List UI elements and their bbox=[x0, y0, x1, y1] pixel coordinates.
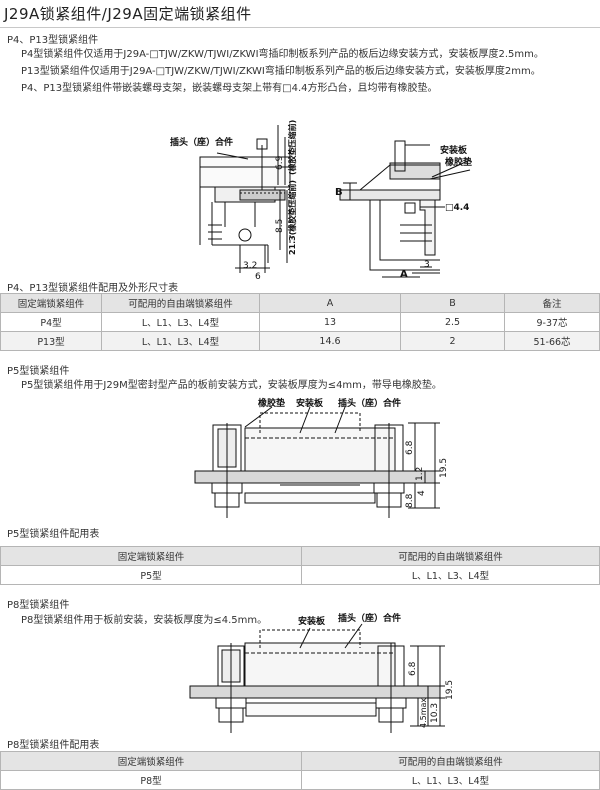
table-cell: P4型 bbox=[0, 312, 102, 332]
section-p4-p13-heading: P4、P13型锁紧组件 bbox=[7, 35, 99, 46]
table-header: A bbox=[259, 293, 401, 313]
fig2-dim-6-8: 6.8 bbox=[405, 440, 415, 455]
fig2-dim-4: 4 bbox=[417, 490, 427, 496]
table-row: P13型 L、L1、L3、L4型 14.6 2 51-66芯 bbox=[0, 331, 600, 351]
p5-table: 固定端锁紧组件 可配用的自由端锁紧组件 P5型 L、L1、L3、L4型 bbox=[0, 546, 600, 585]
fig1-dim-3: 3 bbox=[424, 260, 430, 270]
fig1-dim-6-9: 6.9 bbox=[275, 155, 285, 170]
fig2-dim-19-5: 19.5 bbox=[439, 458, 449, 478]
fig1-board-label: 安装板 bbox=[440, 144, 468, 156]
table3-caption: P8型锁紧组件配用表 bbox=[7, 740, 100, 751]
fig2-dim-8-8: 8.8 bbox=[405, 493, 415, 508]
table-cell: P13型 bbox=[0, 331, 102, 351]
table-cell: P5型 bbox=[0, 565, 302, 585]
fig2-dim-1-2: 1.2 bbox=[415, 467, 425, 481]
fig1-dim-21-3: 21.3(橡胶垫压缩前) bbox=[287, 180, 297, 255]
table-cell: L、L1、L3、L4型 bbox=[301, 770, 600, 790]
p8-description: P8型锁紧组件用于板前安装，安装板厚度为≤4.5mm。 bbox=[21, 615, 268, 626]
fig3-board-label: 安装板 bbox=[298, 615, 326, 627]
table-row: P8型 L、L1、L3、L4型 bbox=[0, 770, 600, 790]
page-title: J29A锁紧组件/J29A固定端锁紧组件 bbox=[4, 5, 252, 23]
p4-description: P4型锁紧组件仅适用于J29A-□TJW/ZKW/TJWⅠ/ZKWⅠ弯插印制板系… bbox=[21, 49, 544, 60]
table-header: 固定端锁紧组件 bbox=[0, 751, 302, 771]
fig1-dim-A: A bbox=[400, 269, 408, 280]
table-cell: 2 bbox=[400, 331, 505, 351]
table-cell: 2.5 bbox=[400, 312, 505, 332]
fig3-dim-19-5: 19.5 bbox=[445, 680, 455, 700]
fig3-dim-6-8: 6.8 bbox=[408, 661, 418, 676]
fig1-square-boss: □4.4 bbox=[445, 203, 469, 213]
p8-table: 固定端锁紧组件 可配用的自由端锁紧组件 P8型 L、L1、L3、L4型 bbox=[0, 751, 600, 790]
table-header: 备注 bbox=[504, 293, 600, 313]
section-p5-heading: P5型锁紧组件 bbox=[7, 366, 70, 377]
table-cell: 9-37芯 bbox=[504, 312, 600, 332]
fig1-note-1: (橡胶垫压缩前) bbox=[287, 120, 297, 175]
fig1-dim-6: 6 bbox=[255, 272, 261, 280]
p5-description: P5型锁紧组件用于J29M型密封型产品的板前安装方式，安装板厚度为≤4mm，带导… bbox=[21, 380, 442, 391]
fig1-plug-label: 插头（座）合件 bbox=[170, 136, 233, 148]
fig1-dim-3-2: 3.2 bbox=[243, 261, 257, 271]
table-cell: L、L1、L3、L4型 bbox=[101, 312, 260, 332]
table-header: 固定端锁紧组件 bbox=[0, 293, 102, 313]
table-header: 可配用的自由端锁紧组件 bbox=[101, 293, 260, 313]
table-cell: 51-66芯 bbox=[504, 331, 600, 351]
fig2-board-label: 安装板 bbox=[296, 397, 324, 409]
table-header-row: 固定端锁紧组件 可配用的自由端锁紧组件 bbox=[0, 751, 600, 771]
table-cell: 14.6 bbox=[259, 331, 401, 351]
fig3-plug-label: 插头（座）合件 bbox=[338, 612, 401, 624]
table-header: 可配用的自由端锁紧组件 bbox=[301, 751, 600, 771]
fig1-rubber-label: 橡胶垫 bbox=[445, 156, 472, 168]
table-cell: P8型 bbox=[0, 770, 302, 790]
fig3-dim-10-3: 10.3 bbox=[430, 703, 440, 723]
table-row: P4型 L、L1、L3、L4型 13 2.5 9-37芯 bbox=[0, 312, 600, 332]
table-header: B bbox=[400, 293, 505, 313]
fig2-rubber-label: 橡胶垫 bbox=[258, 397, 285, 409]
fig2-plug-label: 插头（座）合件 bbox=[338, 397, 401, 409]
p4-p13-note: P4、P13型锁紧组件带嵌装螺母支架，嵌装螺母支架上带有□4.4方形凸台，且均带… bbox=[21, 83, 438, 94]
table2-caption: P5型锁紧组件配用表 bbox=[7, 529, 100, 540]
table-cell: 13 bbox=[259, 312, 401, 332]
table1-caption: P4、P13型锁紧组件配用及外形尺寸表 bbox=[7, 283, 179, 294]
p4-p13-table: 固定端锁紧组件 可配用的自由端锁紧组件 A B 备注 P4型 L、L1、L3、L… bbox=[0, 293, 600, 351]
p13-description: P13型锁紧组件仅适用于J29A-□TJW/ZKW/TJWⅠ/ZKWⅠ弯插印制板… bbox=[21, 66, 541, 77]
fig3-dim-4-5max: 4.5max bbox=[419, 698, 428, 728]
fig1-dim-B: B bbox=[335, 187, 343, 198]
fig1-dim-8-5: 8.5 bbox=[275, 219, 285, 233]
table-header-row: 固定端锁紧组件 可配用的自由端锁紧组件 bbox=[0, 546, 600, 566]
title-divider bbox=[0, 27, 600, 28]
table-header-row: 固定端锁紧组件 可配用的自由端锁紧组件 A B 备注 bbox=[0, 293, 600, 313]
table-cell: L、L1、L3、L4型 bbox=[301, 565, 600, 585]
section-p8-heading: P8型锁紧组件 bbox=[7, 600, 70, 611]
table-row: P5型 L、L1、L3、L4型 bbox=[0, 565, 600, 585]
p4-p13-diagram: 插头（座）合件 6.9 (橡胶垫压缩前) 8.5 21.3(橡胶垫压缩前) 3.… bbox=[170, 120, 472, 280]
p5-diagram: 橡胶垫 安装板 插头（座）合件 6.8 1.2 19.5 4 8.8 bbox=[194, 397, 449, 518]
table-header: 可配用的自由端锁紧组件 bbox=[301, 546, 600, 566]
p8-diagram: 安装板 插头（座）合件 6.8 19.5 4.5max 10.3 bbox=[189, 612, 455, 733]
table-cell: L、L1、L3、L4型 bbox=[101, 331, 260, 351]
table-header: 固定端锁紧组件 bbox=[0, 546, 302, 566]
